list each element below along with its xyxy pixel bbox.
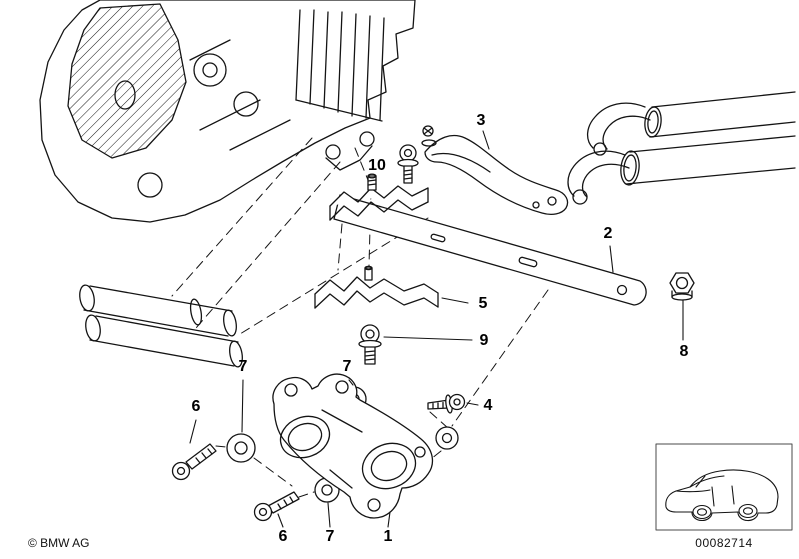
callout-3: 3 — [476, 112, 486, 129]
callout-leader-lines — [189, 130, 684, 528]
support-bar-part2 — [333, 194, 647, 306]
rear-pipes-drawing — [567, 91, 796, 205]
lower-clamp-part5 — [314, 265, 439, 309]
bolt-4 — [427, 393, 466, 414]
front-pipes-drawing — [79, 284, 243, 368]
car-silhouette-icon — [665, 469, 779, 522]
callout-1: 1 — [383, 528, 393, 545]
bolt-10 — [397, 144, 419, 184]
diagram-id: 00082714 — [695, 536, 753, 550]
grommet-7-right — [435, 426, 459, 450]
callout-7-grommet-upper: 7 — [342, 358, 352, 375]
callout-7-washer: 7 — [238, 358, 248, 375]
callout-4: 4 — [483, 397, 493, 414]
callout-2: 2 — [603, 225, 613, 242]
copyright-text: © BMW AG — [28, 536, 90, 550]
callout-9: 9 — [479, 332, 489, 349]
washer-7-left — [226, 433, 256, 463]
callout-10: 10 — [368, 157, 386, 174]
crossmember-plate-part1 — [272, 373, 434, 519]
callout-5: 5 — [478, 295, 488, 312]
callout-6-left: 6 — [191, 398, 201, 415]
engine-block-drawing — [39, 0, 416, 223]
callout-8: 8 — [679, 343, 689, 360]
curved-bracket-part3 — [421, 125, 569, 215]
callout-6-bottom: 6 — [278, 528, 288, 545]
bolt-6-left — [171, 443, 217, 481]
callout-7-grommet-bottom: 7 — [325, 528, 335, 545]
thumbnail-box — [655, 443, 793, 531]
bolt-9 — [358, 324, 382, 365]
nut-8 — [669, 272, 695, 301]
bolt-6-bottom — [253, 491, 300, 522]
upper-clamp-bracket — [329, 173, 429, 221]
